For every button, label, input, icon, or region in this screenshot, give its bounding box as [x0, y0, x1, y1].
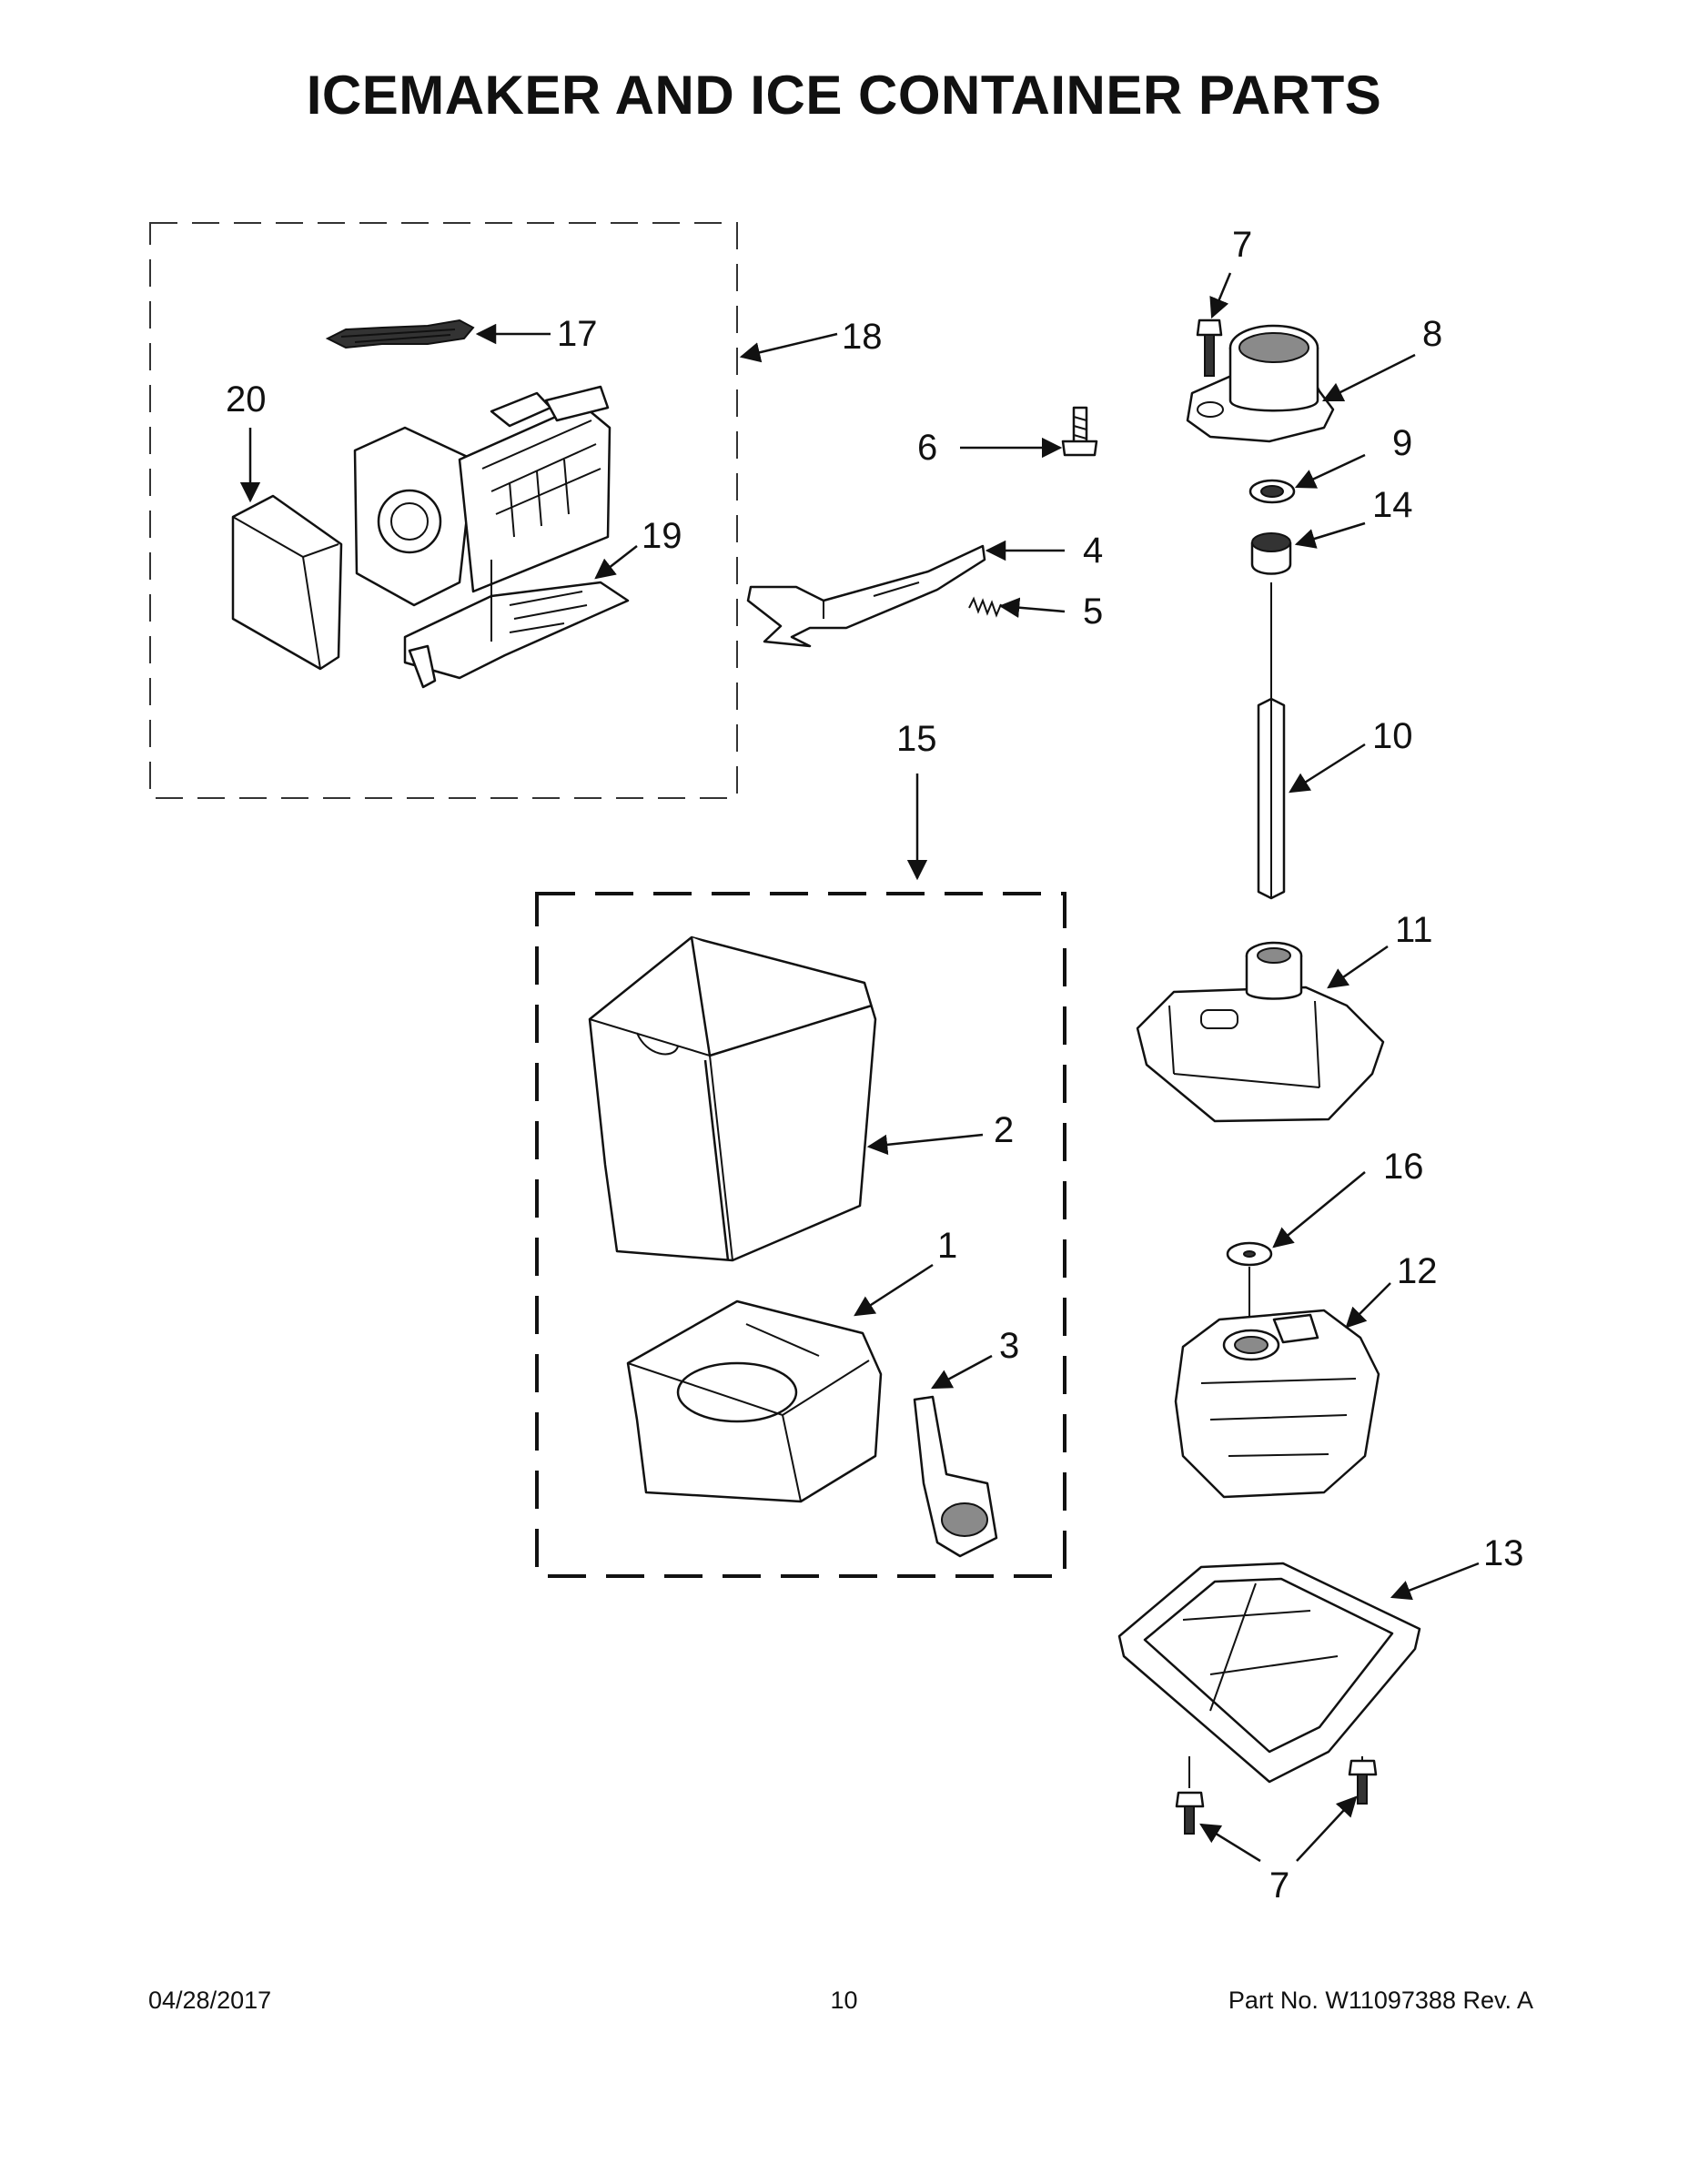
callout-17: 17 [557, 314, 598, 354]
icemaker-cover-part-20 [231, 494, 343, 671]
callout-18: 18 [842, 317, 883, 357]
callout-5: 5 [1083, 592, 1103, 632]
lever-arm-part-4 [746, 544, 986, 648]
ice-deflector-part-3 [913, 1395, 998, 1558]
callout-16: 16 [1383, 1147, 1424, 1187]
callout-7-bottom: 7 [1269, 1866, 1289, 1906]
callout-6: 6 [917, 428, 937, 468]
callout-11: 11 [1395, 910, 1433, 950]
callout-14: 14 [1372, 485, 1413, 525]
screw-part-7-top [1196, 318, 1223, 377]
leader-lines [239, 272, 1480, 1863]
auger-motor-mount-part-11 [1136, 941, 1385, 1123]
ice-container-assembly-box-15 [535, 892, 1066, 1578]
callout-19: 19 [642, 516, 682, 556]
callout-3: 3 [999, 1326, 1019, 1366]
ice-bucket-part-2 [588, 935, 877, 1262]
washer-part-16 [1226, 1241, 1273, 1320]
callout-1: 1 [937, 1226, 957, 1266]
screw-part-6 [1061, 406, 1098, 457]
callout-7-top: 7 [1232, 225, 1252, 265]
wire-harness-part-17 [325, 318, 475, 349]
callout-13: 13 [1483, 1533, 1524, 1573]
callout-15: 15 [896, 719, 937, 759]
footer-part-number: Part No. W11097388 Rev. A [1228, 1987, 1533, 2014]
bearing-housing-part-8 [1186, 324, 1335, 443]
callout-12: 12 [1397, 1251, 1438, 1291]
spring-part-5 [968, 596, 1002, 618]
bucket-base-part-1 [626, 1299, 883, 1503]
mounting-tray-part-13 [1117, 1562, 1421, 1784]
drive-shaft-part-10 [1257, 582, 1286, 900]
mounting-bracket-part-19 [403, 581, 630, 689]
auger-motor-part-12 [1174, 1309, 1380, 1499]
callout-10: 10 [1372, 716, 1413, 756]
callout-2: 2 [994, 1110, 1014, 1150]
footer-date: 04/28/2017 [148, 1987, 272, 2014]
icemaker-body [353, 385, 612, 607]
callout-9: 9 [1392, 423, 1412, 463]
callout-8: 8 [1422, 314, 1442, 354]
icemaker-assembly-box-18 [149, 222, 738, 799]
footer-page-number: 10 [830, 1987, 858, 2014]
callout-4: 4 [1083, 531, 1103, 571]
bushing-part-14 [1250, 532, 1292, 575]
callout-20: 20 [226, 379, 267, 420]
page-title: ICEMAKER AND ICE CONTAINER PARTS [306, 65, 1382, 126]
screws-part-7-bottom [1175, 1756, 1378, 1835]
washer-part-9 [1248, 479, 1296, 504]
